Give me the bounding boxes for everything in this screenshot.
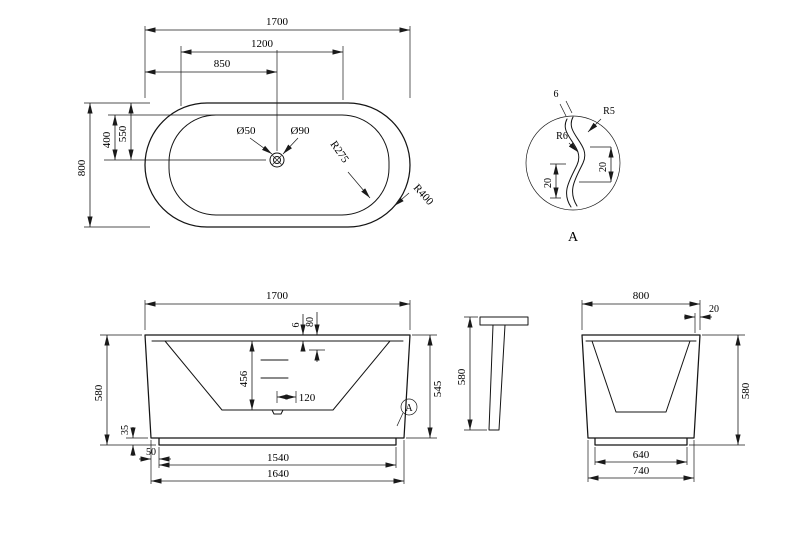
dim-side-580: 580 (740, 382, 752, 399)
dim-plan-drain-d50: Ø50 (237, 125, 256, 137)
dim-side-740: 740 (633, 465, 650, 477)
dim-front-50: 50 (146, 447, 156, 458)
side-dimension-lines (582, 301, 741, 481)
dim-section-580: 580 (456, 368, 468, 385)
dim-side-20: 20 (709, 304, 719, 315)
dim-side-640: 640 (633, 449, 650, 461)
dim-plan-400: 400 (101, 131, 113, 148)
front-outline (144, 334, 411, 446)
side-inner-lines (585, 340, 697, 413)
dim-plan-1700: 1700 (266, 16, 289, 28)
plan-dimension-lines (87, 27, 410, 227)
dim-front-580: 580 (93, 384, 105, 401)
dim-front-545: 545 (432, 380, 444, 397)
detail-tick-lines (550, 100, 611, 199)
plan-extension-lines (84, 26, 411, 228)
dim-plan-r400: R400 (411, 182, 436, 208)
side-extension-lines (581, 300, 745, 482)
plan-drain (269, 152, 285, 168)
dim-front-456: 456 (238, 370, 250, 387)
dim-front-6: 6 (291, 323, 302, 328)
dim-plan-550: 550 (117, 125, 129, 142)
detail-a-view: 6 R5 R6 20 20 A (525, 89, 621, 245)
dim-front-1640: 1640 (267, 468, 290, 480)
dim-front-1540: 1540 (267, 452, 290, 464)
dim-detail-6: 6 (554, 89, 559, 100)
plan-view: 1700 1200 850 800 400 550 Ø50 Ø90 R275 R… (76, 16, 436, 228)
side-outline (581, 334, 701, 446)
section-rim-flange (479, 316, 529, 326)
detail-wall-section (564, 116, 586, 208)
detail-dimension-lines (553, 118, 614, 198)
dim-side-800: 800 (633, 290, 650, 302)
side-view: 800 20 580 640 740 (581, 290, 752, 482)
front-inner-lines (151, 340, 404, 415)
front-dimension-lines (104, 301, 433, 484)
dim-plan-1200: 1200 (251, 38, 274, 50)
front-detail-marker-label: A (405, 403, 413, 414)
dim-front-1700: 1700 (266, 290, 289, 302)
dim-plan-850: 850 (214, 58, 231, 70)
front-detail-marker: A (396, 398, 418, 427)
dim-front-80: 80 (305, 317, 316, 327)
dim-detail-20-left: 20 (543, 178, 554, 188)
detail-label: A (568, 230, 579, 245)
plan-inner-outline (168, 114, 390, 216)
dim-front-35: 35 (120, 425, 131, 435)
dim-detail-r6: R6 (556, 131, 568, 142)
wall-section-view: 580 (456, 316, 529, 431)
dim-plan-800: 800 (76, 159, 88, 176)
front-view: A 1700 580 456 545 120 6 80 35 50 1540 1… (93, 290, 444, 484)
dim-plan-r275: R275 (328, 139, 352, 166)
dim-detail-20-right: 20 (598, 162, 609, 172)
dim-detail-r5: R5 (603, 106, 615, 117)
dim-plan-drain-d90: Ø90 (291, 125, 310, 137)
plan-outer-outline (144, 102, 411, 228)
detail-circle (525, 115, 621, 211)
dim-front-120: 120 (299, 392, 316, 404)
section-wall-hatched (488, 324, 506, 431)
